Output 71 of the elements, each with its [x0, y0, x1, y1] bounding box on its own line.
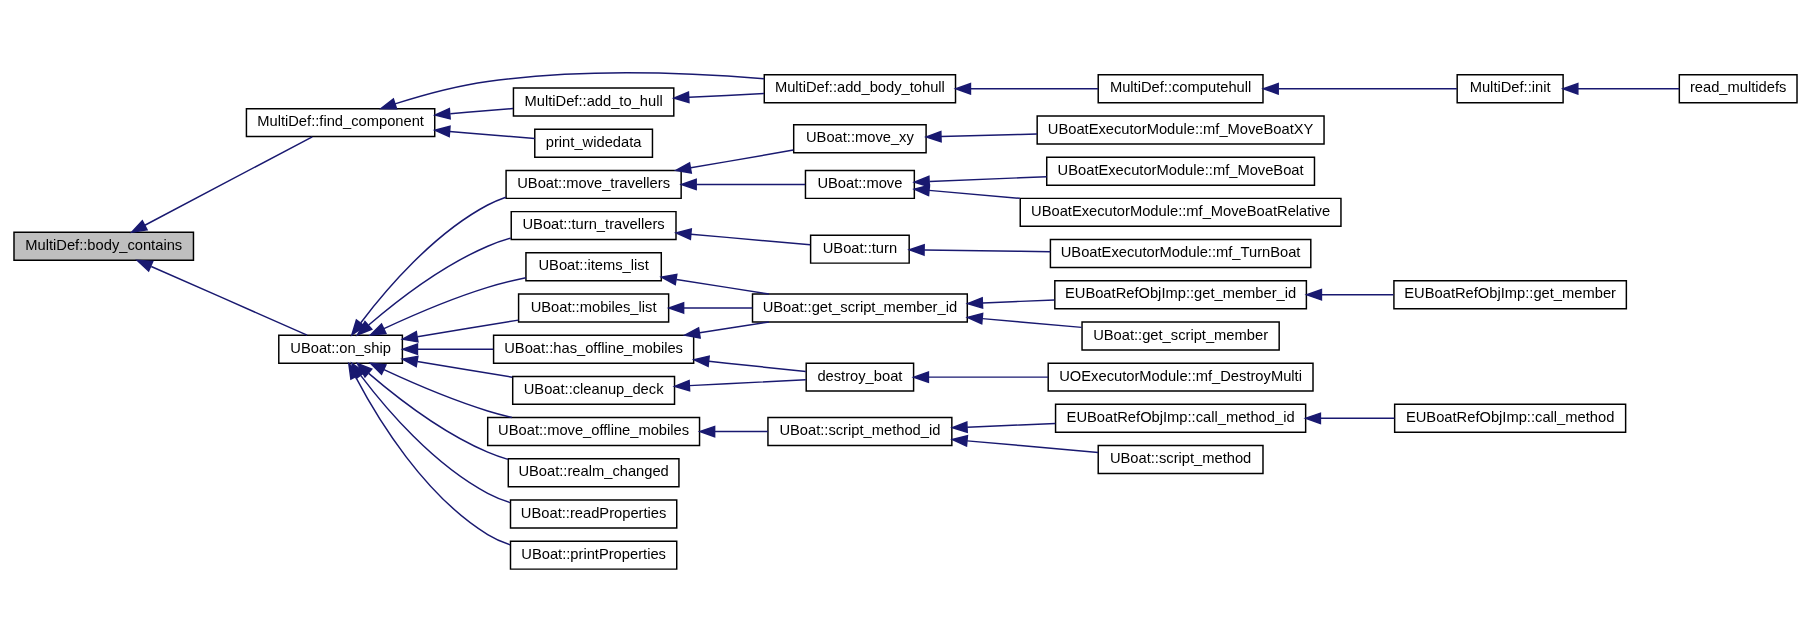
- node-box: UBoat::script_method_id: [767, 416, 953, 446]
- arrow: [682, 320, 770, 339]
- arrow: [950, 420, 1057, 433]
- arrow: [432, 107, 514, 120]
- arrow: [953, 82, 1099, 95]
- node-box: UBoat::move_travellers: [505, 169, 682, 199]
- arrow: [697, 424, 769, 438]
- arrow: [400, 355, 514, 378]
- arrow: [400, 342, 495, 355]
- arrow: [673, 148, 795, 174]
- node-box: UBoat::readProperties: [509, 498, 678, 529]
- arrow: [1303, 411, 1396, 424]
- node-box: MultiDef::body_contains: [13, 231, 195, 261]
- node-box: UBoatExecutorModule::mf_MoveBoat: [1046, 155, 1316, 186]
- arrow: [691, 354, 807, 372]
- arrow: [135, 258, 308, 336]
- node-box: MultiDef::add_body_tohull: [763, 73, 957, 103]
- arrow: [368, 361, 513, 418]
- arrow: [1261, 82, 1458, 95]
- node-box: EUBoatRefObjImp::call_method: [1393, 403, 1627, 433]
- node-box: UBoatExecutorModule::mf_MoveBoatRelative: [1019, 197, 1342, 227]
- node-box: UBoat::realm_changed: [507, 457, 680, 487]
- arrow: [911, 370, 1049, 383]
- node-box: UBoat::has_offline_mobiles: [492, 333, 695, 364]
- node-box: UBoat::items_list: [525, 251, 663, 281]
- node-box: UBoat::cleanup_deck: [511, 375, 676, 405]
- node-box: UBoat::mobiles_list: [517, 292, 670, 323]
- node-box: MultiDef::find_component: [245, 107, 436, 137]
- arrow: [400, 318, 520, 343]
- node-box: UBoat::get_script_member: [1081, 320, 1280, 351]
- node-box: UBoat::move: [804, 169, 916, 199]
- arrow: [912, 183, 1021, 199]
- node-box: UBoatExecutorModule::mf_TurnBoat: [1049, 238, 1312, 268]
- arrow: [924, 129, 1038, 143]
- node-box: UBoat::get_script_member_id: [751, 292, 969, 323]
- arrow: [368, 276, 527, 336]
- node-box: UBoat::on_ship: [278, 333, 404, 364]
- arrow: [129, 135, 313, 233]
- arrow: [965, 312, 1083, 328]
- arrow: [671, 90, 765, 103]
- arrow: [679, 177, 806, 191]
- node-box: destroy_boat: [805, 361, 915, 392]
- node-box: read_multidefs: [1678, 73, 1798, 103]
- node-box: UBoatExecutorModule::mf_MoveBoatXY: [1036, 114, 1325, 145]
- arrow: [659, 272, 770, 295]
- arrow: [950, 434, 1099, 453]
- arrow: [1304, 288, 1395, 301]
- node-box: MultiDef::init: [1456, 73, 1564, 103]
- node-box: UBoat::move_xy: [792, 123, 927, 153]
- node-box: MultiDef::computehull: [1097, 73, 1264, 103]
- node-box: UBoat::move_offline_mobiles: [486, 416, 701, 446]
- arrow: [432, 124, 536, 139]
- arrow: [965, 296, 1056, 309]
- node-box: UBoat::turn_travellers: [510, 210, 677, 240]
- arrow: [378, 71, 765, 109]
- node-box: UOExecutorModule::mf_DestroyMulti: [1047, 361, 1314, 392]
- node-box: print_widedata: [534, 128, 654, 158]
- arrow: [666, 301, 754, 314]
- node-box: MultiDef::add_to_hull: [512, 86, 675, 117]
- node-box: UBoat::script_method: [1097, 444, 1264, 474]
- arrow: [1560, 82, 1681, 95]
- node-box: UBoat::turn: [809, 233, 910, 264]
- arrow: [907, 243, 1052, 256]
- arrow: [355, 236, 512, 336]
- arrow: [672, 378, 807, 392]
- arrow: [673, 227, 811, 246]
- node-box: EUBoatRefObjImp::get_member: [1393, 279, 1628, 309]
- node-box: EUBoatRefObjImp::call_method_id: [1054, 403, 1307, 433]
- arrow: [912, 174, 1048, 188]
- node-box: UBoat::printProperties: [509, 539, 678, 570]
- node-box: EUBoatRefObjImp::get_member_id: [1054, 279, 1308, 309]
